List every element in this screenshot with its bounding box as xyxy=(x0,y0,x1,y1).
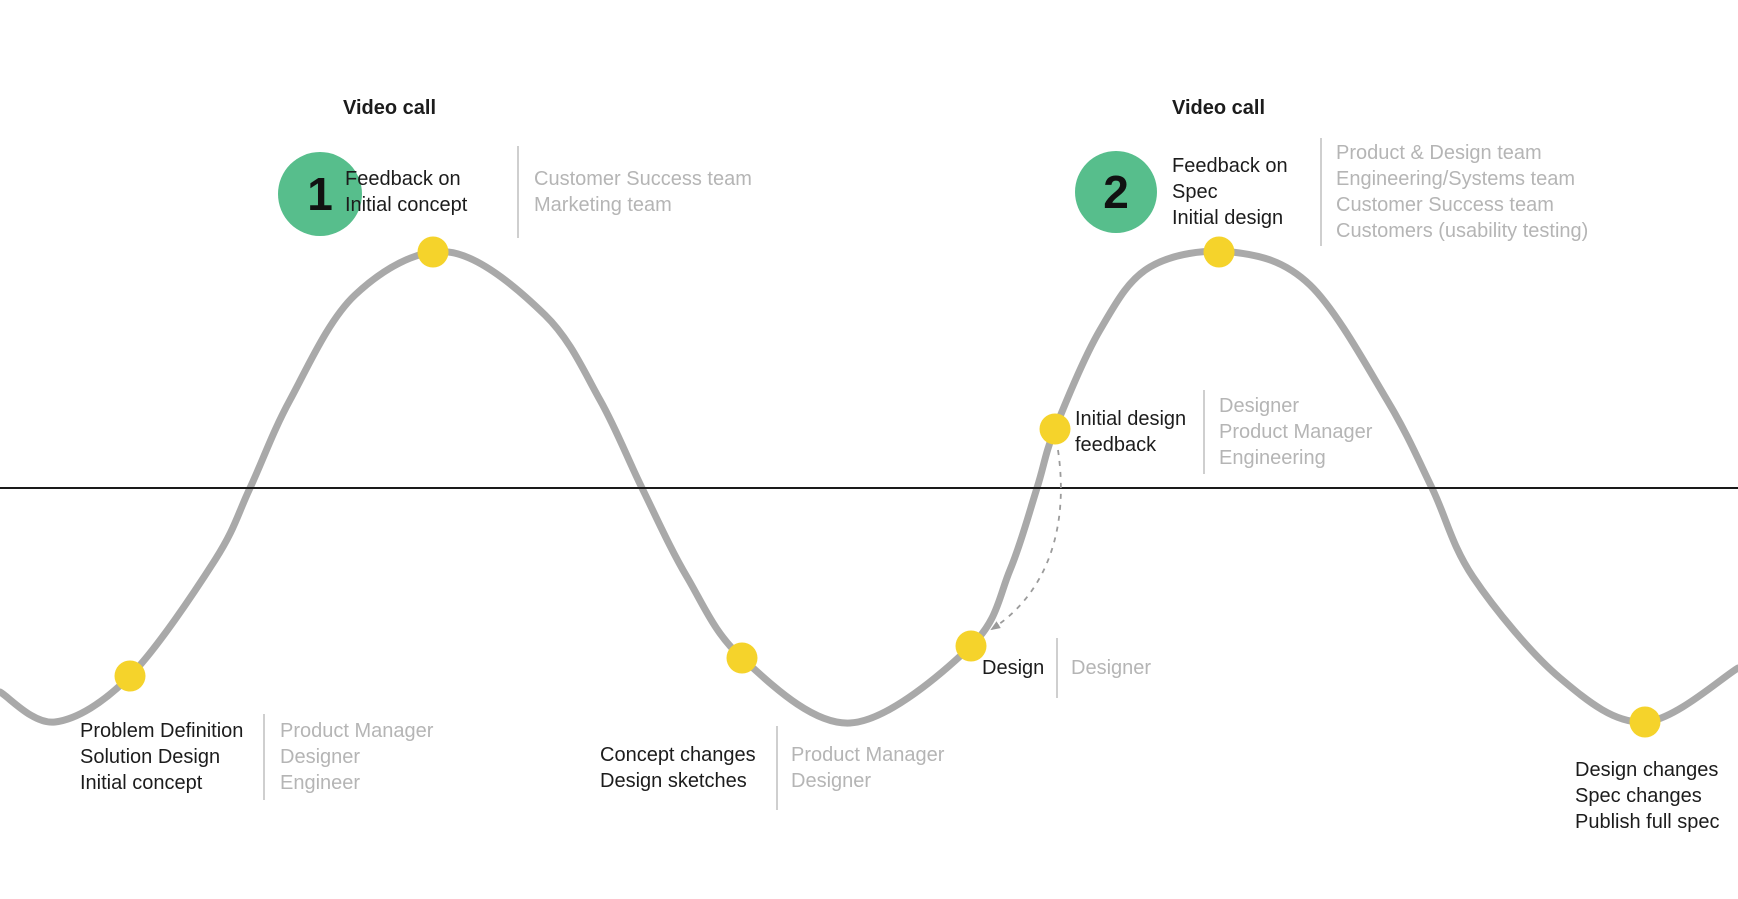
milestone-2-number: 2 xyxy=(1103,166,1129,218)
activity-line: Publish full spec xyxy=(1575,811,1720,833)
divider xyxy=(1056,638,1058,698)
participant-line: Designer xyxy=(280,746,361,768)
phase-problem-definition-label: Problem Definition Solution Design Initi… xyxy=(80,714,433,800)
activity-line: Feedback on xyxy=(345,168,461,190)
video-call-2-title: Video call xyxy=(1172,97,1266,119)
participant-line: Engineering/Systems team xyxy=(1336,168,1576,190)
phase-activities: Initial design feedback xyxy=(1075,406,1203,458)
participant-line: Product & Design team xyxy=(1336,142,1542,164)
activity-line: feedback xyxy=(1075,434,1157,456)
wave-curve xyxy=(0,247,1738,727)
participant-line: Marketing team xyxy=(534,194,672,216)
activity-line: Initial design xyxy=(1075,408,1187,430)
participant-line: Customer Success team xyxy=(1336,194,1554,216)
divider xyxy=(776,726,778,810)
phase-activities: Design changes Spec changes Publish full… xyxy=(1575,757,1720,835)
activity-line: Spec xyxy=(1172,181,1218,203)
milestone-dot xyxy=(726,642,758,674)
milestone-1-badge: 1 xyxy=(278,152,362,236)
participant-line: Customer Success team xyxy=(534,168,752,190)
phase-concept-changes-label: Concept changes Design sketches Product … xyxy=(600,726,944,810)
activity-line: Spec changes xyxy=(1575,785,1702,807)
milestone-dot xyxy=(417,236,449,268)
participant-line: Product Manager xyxy=(280,720,434,742)
divider xyxy=(517,146,519,238)
milestone-2-participants: Product & Design team Engineering/System… xyxy=(1322,140,1588,244)
phase-activities: Problem Definition Solution Design Initi… xyxy=(80,718,263,796)
milestone-1-label: Feedback on Initial concept Customer Suc… xyxy=(345,146,752,238)
phase-design-label: Design Designer xyxy=(982,638,1151,698)
activity-line: Initial concept xyxy=(345,194,468,216)
participant-line: Product Manager xyxy=(791,744,945,766)
milestone-1-participants: Customer Success team Marketing team xyxy=(519,166,752,218)
phase-participants: Product Manager Designer xyxy=(778,742,944,794)
phase-activities: Concept changes Design sketches xyxy=(600,742,776,794)
feedback-loop-arrow xyxy=(990,449,1062,631)
activity-line: Problem Definition xyxy=(80,720,244,742)
phase-initial-design-feedback-label: Initial design feedback Designer Product… xyxy=(1075,390,1372,474)
milestone-dot xyxy=(955,630,987,662)
participant-line: Customers (usability testing) xyxy=(1336,220,1589,242)
participant-line: Designer xyxy=(791,770,872,792)
milestone-1-activities: Feedback on Initial concept xyxy=(345,166,517,218)
activity-line: Initial concept xyxy=(80,772,203,794)
activity-line: Design changes xyxy=(1575,759,1719,781)
participant-line: Engineering xyxy=(1219,447,1326,469)
phase-design-changes-label: Design changes Spec changes Publish full… xyxy=(1575,757,1720,835)
activity-line: Design sketches xyxy=(600,770,747,792)
participant-line: Engineer xyxy=(280,772,361,794)
milestone-dot xyxy=(1203,236,1235,268)
milestone-2-label: Feedback on Spec Initial design Product … xyxy=(1172,138,1588,246)
milestone-dot xyxy=(114,660,146,692)
phase-participants: Product Manager Designer Engineer xyxy=(265,718,433,796)
participant-line: Product Manager xyxy=(1219,421,1373,443)
divider xyxy=(263,714,265,800)
activity-line: Initial design xyxy=(1172,207,1284,229)
divider xyxy=(1203,390,1205,474)
phase-activities: Design xyxy=(982,655,1056,681)
activity-line: Solution Design xyxy=(80,746,221,768)
milestone-1-number: 1 xyxy=(307,168,333,220)
video-call-1-title: Video call xyxy=(343,97,437,119)
divider xyxy=(1320,138,1322,246)
milestone-2-badge: 2 xyxy=(1075,151,1157,233)
activity-line: Concept changes xyxy=(600,744,756,766)
milestone-2-activities: Feedback on Spec Initial design xyxy=(1172,153,1320,231)
participant-line: Designer xyxy=(1071,657,1152,679)
phase-participants: Designer xyxy=(1058,655,1151,681)
milestone-dot xyxy=(1039,413,1071,445)
phase-participants: Designer Product Manager Engineering xyxy=(1205,393,1372,471)
activity-line: Design xyxy=(982,657,1045,679)
milestone-dots xyxy=(114,236,1661,738)
milestone-dot xyxy=(1629,706,1661,738)
participant-line: Designer xyxy=(1219,395,1300,417)
activity-line: Feedback on xyxy=(1172,155,1288,177)
